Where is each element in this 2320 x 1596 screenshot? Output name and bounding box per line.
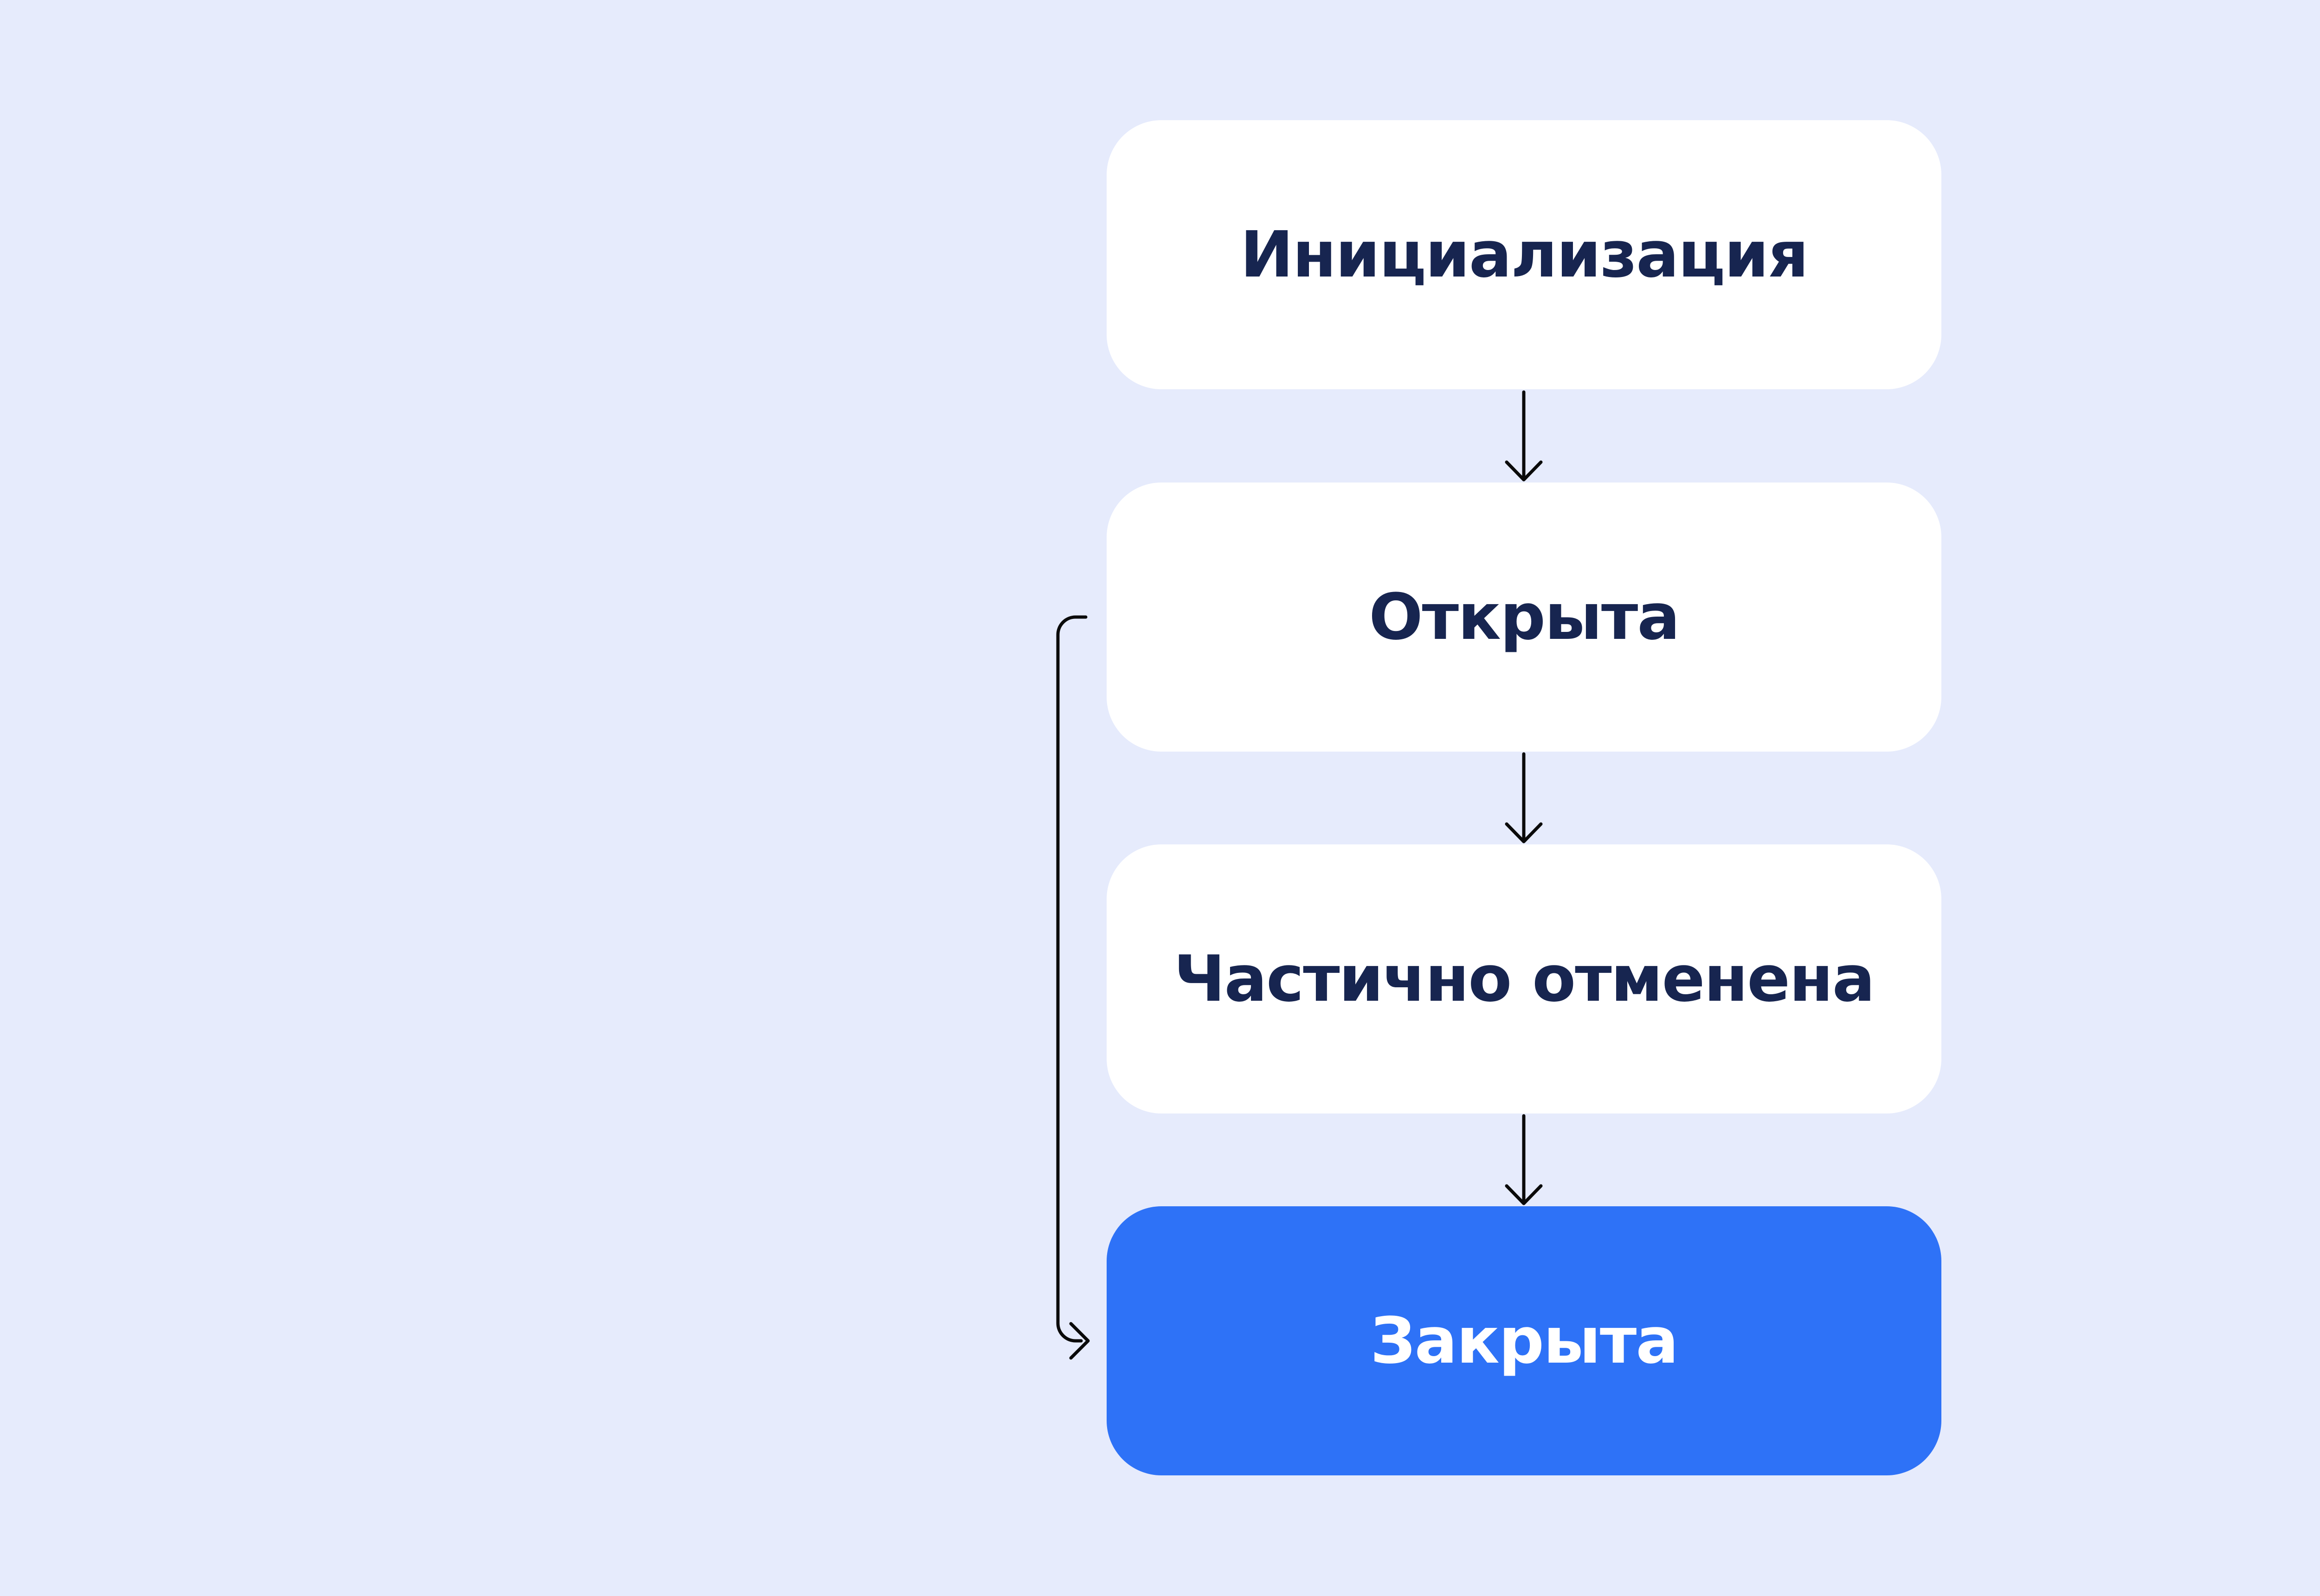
node-closed-label: Закрыта bbox=[1370, 1304, 1679, 1378]
node-partially-cancelled-label: Частично отменена bbox=[1173, 942, 1875, 1016]
node-initialization: Инициализация bbox=[1107, 120, 1941, 389]
arrow-open-to-partially-cancelled bbox=[1505, 752, 1543, 843]
node-open: Открыта bbox=[1107, 483, 1941, 752]
arrow-partially-cancelled-to-closed bbox=[1505, 1114, 1543, 1205]
node-closed: Закрыта bbox=[1107, 1206, 1941, 1475]
node-open-label: Открыта bbox=[1369, 580, 1680, 654]
node-partially-cancelled: Частично отменена bbox=[1107, 844, 1941, 1113]
arrow-initialization-to-open bbox=[1505, 390, 1543, 482]
node-initialization-label: Инициализация bbox=[1240, 218, 1809, 292]
arrow-open-to-closed-bypass bbox=[1056, 615, 1090, 1360]
